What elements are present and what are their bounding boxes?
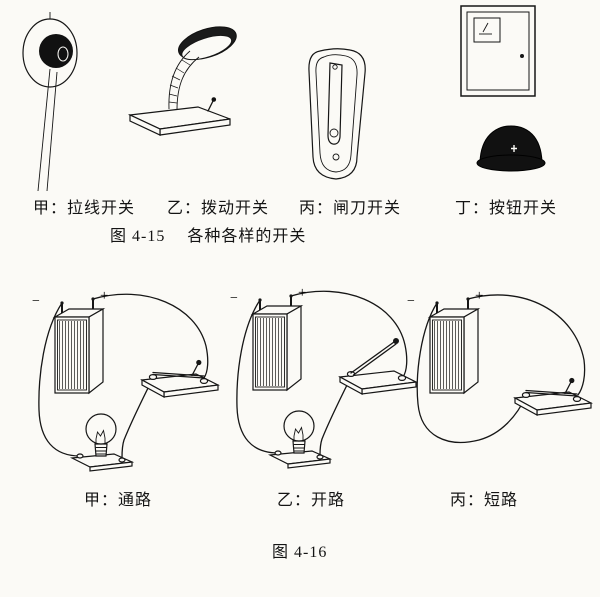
knife-switch-illustration (308, 48, 366, 180)
figure-15-caption-number: 图 4-15 (110, 228, 166, 245)
circuit-closed-illustration: − + (32, 288, 219, 472)
wires (416, 294, 586, 444)
label-push-button-switch: 丁：按钮开关 (455, 200, 558, 217)
switch-closed (514, 377, 592, 416)
figure-15-caption: 图 4-15 各种各样的开关 (110, 222, 306, 246)
toggle-knob (207, 97, 217, 112)
panel-handle (520, 54, 524, 58)
label-closed-circuit: 甲：通路 (84, 492, 153, 509)
label-toggle-switch: 乙：拨动开关 (167, 200, 270, 217)
battery-plus-label: + (298, 285, 306, 301)
meter-window (473, 17, 501, 43)
screws (332, 153, 340, 161)
pull-cord-switch-illustration (22, 12, 78, 192)
battery (54, 296, 104, 394)
label-short-circuit: 丙：短路 (450, 492, 519, 509)
circuit-short-illustration: − + (407, 288, 592, 444)
door-panel-illustration (460, 5, 536, 97)
label-open-circuit: 乙：开路 (277, 492, 346, 509)
lamp-shade (178, 26, 237, 61)
battery (429, 296, 479, 394)
switch-base (127, 106, 231, 136)
button-cap (476, 125, 546, 172)
battery-minus-label: − (230, 291, 238, 306)
switch-knob (39, 34, 73, 68)
figure-16-caption: 图 4-16 (272, 538, 327, 562)
wires (38, 293, 209, 459)
label-knife-switch: 丙：闸刀开关 (299, 200, 402, 217)
battery (252, 293, 302, 391)
switch-lever (327, 62, 343, 145)
figure-15-caption-title: 各种各样的开关 (187, 228, 307, 245)
pull-cords (37, 68, 58, 192)
battery-plus-label: + (475, 288, 483, 304)
panel-frame (460, 5, 536, 97)
wires (236, 290, 408, 456)
switch-closed (141, 359, 219, 398)
battery-minus-label: − (32, 294, 40, 309)
battery-minus-label: − (407, 294, 415, 309)
push-button-illustration (476, 125, 546, 172)
toggle-switch-illustration (127, 26, 237, 136)
battery-plus-label: + (100, 288, 108, 304)
circuit-open-illustration: − + (230, 285, 417, 469)
panel-inner-frame (466, 11, 530, 91)
light-bulb (269, 410, 331, 469)
label-pull-cord-switch: 甲：拉线开关 (33, 200, 136, 217)
gooseneck (168, 50, 200, 111)
figure-16-caption-number: 图 4-16 (272, 544, 328, 561)
